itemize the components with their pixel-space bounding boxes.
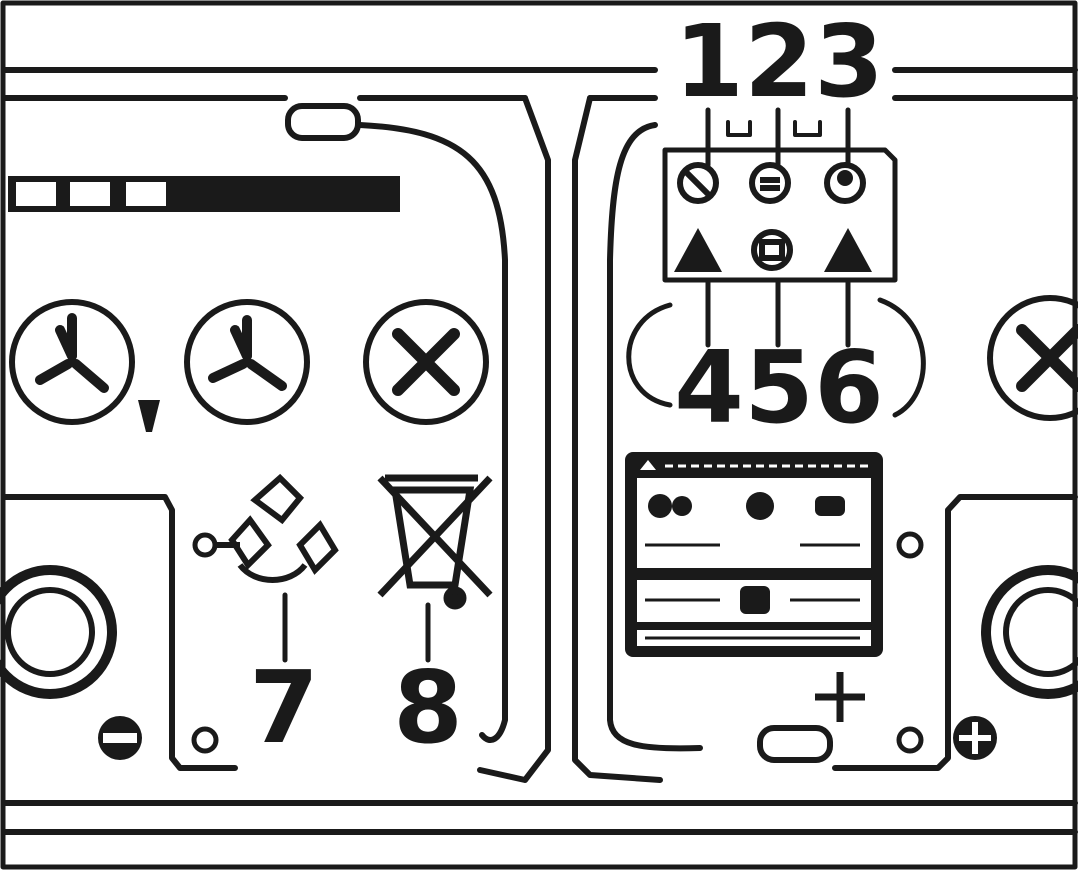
left-terminal-compartment xyxy=(2,494,238,771)
screw-cap-icon xyxy=(987,295,1078,421)
warning-label-icon xyxy=(625,452,883,657)
no-smoking-icon xyxy=(677,162,719,204)
polarity-marker-icon xyxy=(138,400,160,432)
bottom-symbol-row xyxy=(674,228,872,272)
minus-terminal-icon xyxy=(0,565,117,699)
callout-1: 1 xyxy=(674,3,744,120)
indicator-bar-icon xyxy=(8,176,400,212)
read-manual-icon xyxy=(751,229,793,271)
right-terminal-compartment xyxy=(832,494,1078,771)
screw-cap-icon xyxy=(184,299,310,425)
child-warning-icon xyxy=(824,162,866,204)
vent-plug-right xyxy=(757,725,833,763)
screw-cap-icon xyxy=(363,299,489,425)
acid-warning-icon xyxy=(674,228,722,272)
plus-marker-icon xyxy=(953,716,997,760)
vent-plug-left xyxy=(285,103,361,141)
plus-sign-icon xyxy=(815,672,865,722)
top-lid-lines xyxy=(2,67,1078,101)
callout-4: 4 xyxy=(674,329,744,446)
callout-6: 6 xyxy=(814,329,884,446)
eye-protection-icon xyxy=(749,162,791,204)
plus-terminal-icon xyxy=(981,565,1078,699)
recycling-icon xyxy=(215,473,339,583)
screw-cap-icon xyxy=(9,299,135,425)
callout-2: 2 xyxy=(744,3,814,120)
callout-5: 5 xyxy=(744,329,814,446)
minus-sign-icon xyxy=(98,716,142,760)
crossed-bin-icon xyxy=(377,474,493,610)
callout-7: 7 xyxy=(249,649,319,766)
callout-3: 3 xyxy=(814,3,884,120)
explosive-gas-icon xyxy=(824,228,872,272)
handle-channel xyxy=(285,95,833,783)
top-symbol-row xyxy=(677,162,866,204)
leader-lines xyxy=(282,107,851,663)
bottom-lid-lines xyxy=(2,800,1078,835)
callout-8: 8 xyxy=(393,649,463,766)
